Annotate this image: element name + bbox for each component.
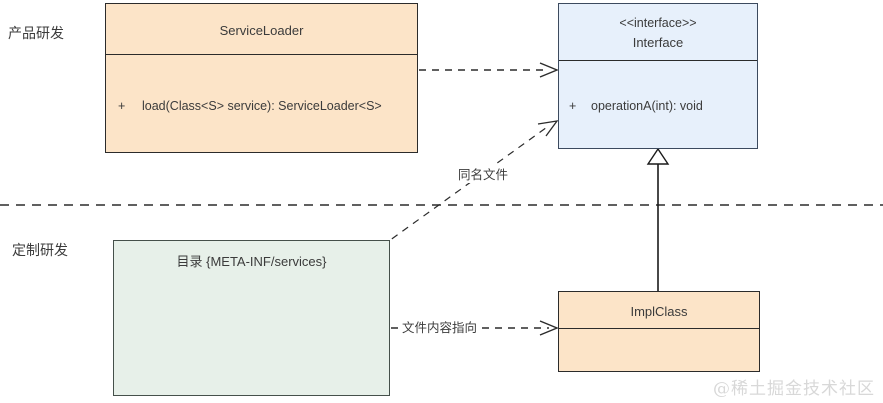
class-compartment-divider <box>559 60 757 61</box>
class-name-interface: Interface <box>632 35 684 50</box>
class-compartment-divider <box>559 328 759 329</box>
method-signature-load: load(Class<S> service): ServiceLoader<S> <box>142 99 382 113</box>
visibility-marker-service-loader: + <box>118 99 126 113</box>
edge-file-to-impl-arrowhead <box>539 320 559 336</box>
class-compartment-divider <box>106 54 417 55</box>
lane-label-custom: 定制研发 <box>12 242 68 258</box>
method-signature-operation-a: operationA(int): void <box>591 99 703 113</box>
edge-file-to-interface <box>317 124 551 293</box>
stereotype-interface: <<interface>> <box>619 16 697 30</box>
package-label-services-directory: 目录 {META-INF/services} <box>176 254 327 269</box>
lane-label-product: 产品研发 <box>8 25 64 41</box>
edge-label-same-name-file: 同名文件 <box>455 164 512 183</box>
class-name-impl-class: ImplClass <box>630 304 688 319</box>
edge-file-to-interface-arrowhead <box>537 120 559 137</box>
generalization-triangle-icon <box>646 147 670 165</box>
edge-label-file-content-points-to: 文件内容指向 <box>399 317 481 336</box>
package-box-services-directory[interactable]: 目录 {META-INF/services} <box>113 240 390 396</box>
class-name-service-loader: ServiceLoader <box>219 23 304 38</box>
visibility-marker-interface: + <box>569 99 577 113</box>
class-box-impl-class[interactable]: ImplClass <box>558 291 760 372</box>
edge-loader-to-interface-arrowhead <box>539 62 559 78</box>
watermark: @稀土掘金技术社区 <box>713 379 875 399</box>
class-box-interface[interactable]: <<interface>> Interface + operationA(int… <box>558 3 758 149</box>
class-box-service-loader[interactable]: ServiceLoader + load(Class<S> service): … <box>105 3 418 153</box>
